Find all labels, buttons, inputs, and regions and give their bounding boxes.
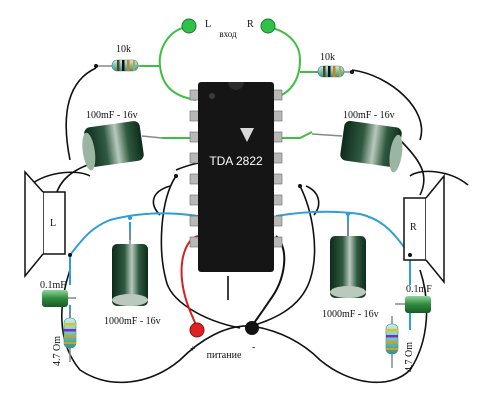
cap-100mf-right: [311, 120, 403, 173]
res-small-right-label: 4.7 Om: [404, 342, 415, 372]
cap-big-left-label: 1000mF - 16v: [104, 316, 161, 327]
power-wires: [180, 235, 286, 327]
power-plus-label: +: [190, 344, 196, 355]
resistor-left-label: 10k: [116, 44, 131, 55]
tda2822-chip: TDA 2822: [189, 82, 283, 272]
input-left-label: L: [205, 19, 211, 30]
chip-logo-icon: [240, 128, 254, 142]
input-right-label: R: [247, 19, 254, 30]
pin1-dot: [209, 93, 215, 99]
power-minus-label: -: [252, 342, 255, 353]
power-terminal-minus: [245, 321, 259, 335]
input-jack-left: [181, 18, 197, 34]
resistor-right-label: 10k: [320, 52, 335, 63]
chip-notch: [228, 82, 244, 90]
input-label: вход: [219, 29, 237, 39]
resistor-4-7-left: [63, 310, 77, 362]
resistor-10k-right: [312, 65, 354, 78]
speaker-right-label: R: [410, 222, 417, 233]
speaker-left-label: L: [50, 218, 56, 229]
cap-1000mf-left: [112, 216, 148, 306]
chip-body: [198, 82, 274, 272]
speaker-right: [403, 173, 445, 285]
cap-big-right-label: 1000mF - 16v: [322, 309, 379, 320]
power-terminal-plus: [189, 322, 205, 338]
cap-1000mf-right: [330, 212, 366, 298]
chip-pins-left: [189, 89, 201, 248]
cap-small-right-label: 0.1mF: [406, 284, 432, 295]
cap-100mf-left: [82, 121, 163, 171]
power-label: питание: [207, 350, 242, 361]
cap-01mf-left: [42, 290, 76, 307]
speaker-left: [24, 170, 66, 279]
res-small-left-label: 4.7 Om: [52, 336, 63, 366]
ground-wires: [29, 67, 469, 384]
cap-top-right-label: 100mF - 16v: [343, 110, 395, 121]
resistor-4-7-right: [385, 316, 399, 368]
resistor-10k-left: [94, 59, 140, 72]
input-wires: [140, 26, 320, 139]
cap-top-left-label: 100mF - 16v: [86, 110, 138, 121]
input-jack-right: [260, 18, 276, 34]
cap-small-left-label: 0.1mF: [40, 280, 66, 291]
cap-01mf-right: [395, 296, 431, 313]
junction-dots: [68, 174, 412, 257]
chip-label: TDA 2822: [209, 154, 263, 168]
